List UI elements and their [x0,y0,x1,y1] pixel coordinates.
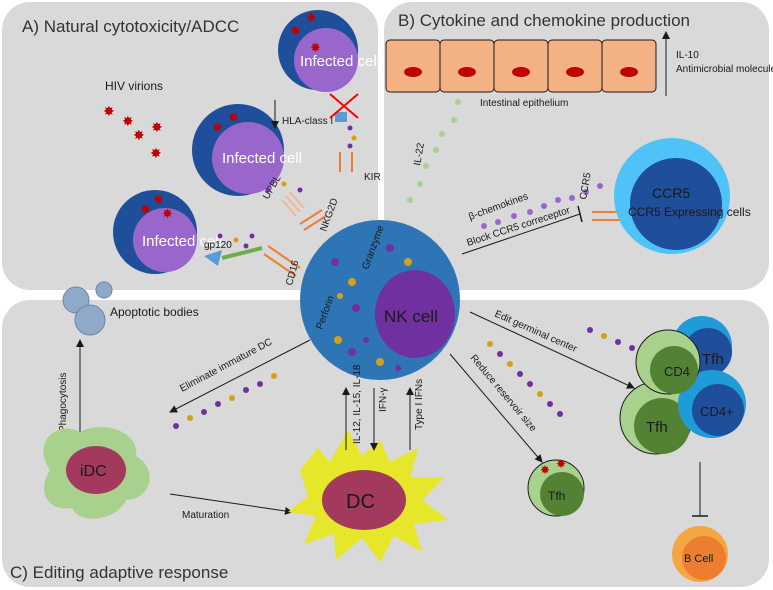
svg-text:✸: ✸ [228,110,239,125]
b-cell [672,526,728,582]
panel-c-title: C) Editing adaptive response [10,563,228,582]
apoptotic-bodies-label: Apoptotic bodies [110,305,199,319]
svg-text:✸: ✸ [556,457,566,471]
hiv-virions-label: HIV virions [105,79,163,93]
panel-a [2,2,378,290]
kir-label: KIR [364,172,381,183]
tfh-infected-label: Tfh [548,489,565,503]
idc-label: iDC [80,463,107,480]
tfh-top-label: Tfh [702,351,724,368]
idc-cell [43,426,150,519]
cd4-plus-label: CD4+ [700,404,734,419]
ccr5-cell-line1: CCR5 [652,185,690,201]
infected-cell-top-label: Infected cell [300,53,380,70]
ifn-gamma-label: IFN-γ [378,388,389,412]
infected-cell-lower: ✸ ✸ ✸ [113,190,197,274]
tfh-bottom-label: Tfh [646,419,668,436]
infected-cell-top: ✸ ✸ ✸ [278,10,358,92]
intestinal-epithelium [385,39,657,93]
svg-text:✸: ✸ [153,192,164,207]
tfh-infected-cell: ✸ ✸ [527,457,585,517]
beta-chemokine-dots [481,183,603,229]
germinal-dots [587,327,649,357]
svg-text:✸: ✸ [122,113,134,129]
panel-a-title: A) Natural cytotoxicity/ADCC [22,17,239,36]
il22-label: IL-22 [412,142,427,167]
hla-class-i-label: HLA-class I [282,116,333,127]
dc-label: DC [346,491,375,513]
maturation-label: Maturation [182,510,229,521]
phagocytosis-label: Phagocytosis [58,373,69,432]
svg-text:✸: ✸ [162,206,173,221]
panel-b-title: B) Cytokine and chemokine production [398,11,690,30]
il10-label: IL-10 [676,50,699,61]
type-i-ifns-label: Type I IFNs [414,379,425,430]
svg-text:✸: ✸ [306,10,317,25]
eliminate-dots [173,373,277,429]
ccr5-label: CCR5 [578,171,594,200]
infected-cell-middle-label: Infected cell [222,150,302,167]
il12-15-18-label: IL-12, IL-15, IL-18 [352,364,363,444]
hiv-virion-cluster: ✸ ✸ ✸ ✸ ✸ [103,103,163,161]
ccr5-cell-label: CCR5 Expressing cells [628,205,751,219]
b-cell-label: B Cell [684,553,713,565]
infected-cell-middle: ✸ ✸ [192,104,284,196]
cd4-label: CD4 [664,364,690,379]
cytotoxic-granule-dots [217,125,357,249]
dc-cell [288,430,448,562]
antimicrobial-label: Antimicrobial molecules [676,64,773,75]
svg-text:✸: ✸ [310,40,321,55]
intestinal-epithelium-label: Intestinal epithelium [480,98,568,109]
nk-nucleus [375,270,455,358]
ccr5-expressing-cell [614,138,730,254]
nk-granules [331,244,412,371]
svg-text:✸: ✸ [290,23,301,38]
svg-text:✸: ✸ [140,202,151,217]
apoptotic-bodies [62,281,113,336]
svg-text:✸: ✸ [133,127,145,143]
infected-cell-lower-label: Infected cell [142,233,222,250]
svg-text:✸: ✸ [150,145,162,161]
gp120-label: gp120 [204,240,232,251]
il22-dots [407,99,461,203]
svg-text:✸: ✸ [212,120,223,135]
svg-text:✸: ✸ [540,463,550,477]
nk-cell-label: NK cell [384,307,438,326]
panel-c [2,300,769,587]
svg-text:✸: ✸ [151,119,163,135]
germinal-center [619,316,746,455]
reservoir-dots [487,341,563,417]
svg-text:✸: ✸ [103,103,115,119]
